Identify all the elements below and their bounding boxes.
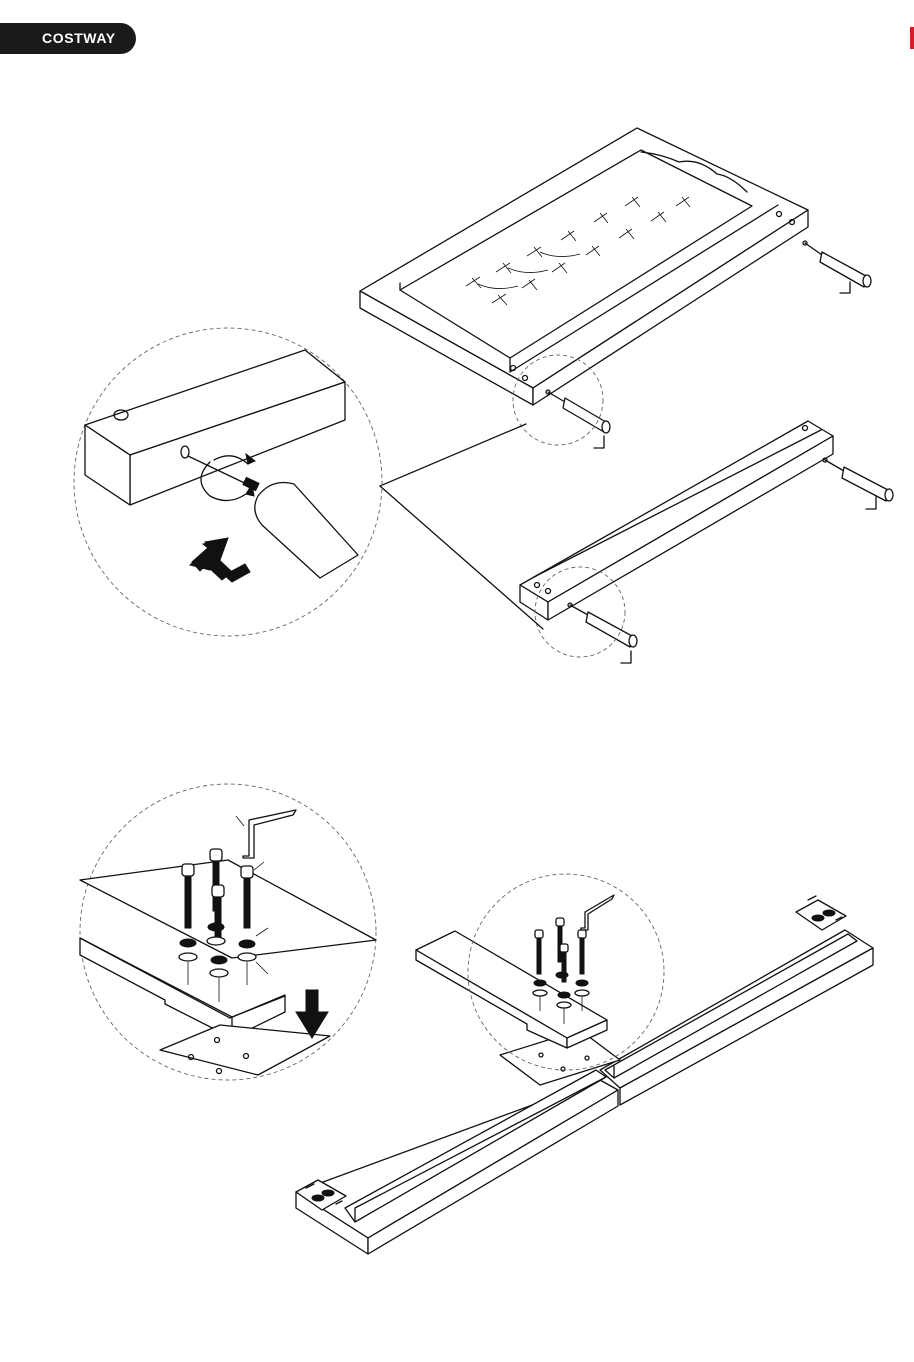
bolt-detail-callout <box>80 784 376 1080</box>
leg-detail-callout <box>74 328 382 636</box>
tapered-leg <box>805 243 871 293</box>
tapered-leg <box>825 460 893 509</box>
hex-key-icon <box>243 810 296 858</box>
side-rails <box>296 874 873 1254</box>
tapered-leg <box>570 605 637 663</box>
tapered-leg <box>548 392 610 448</box>
down-arrow-icon <box>296 990 328 1038</box>
bottom-rail <box>520 421 833 620</box>
